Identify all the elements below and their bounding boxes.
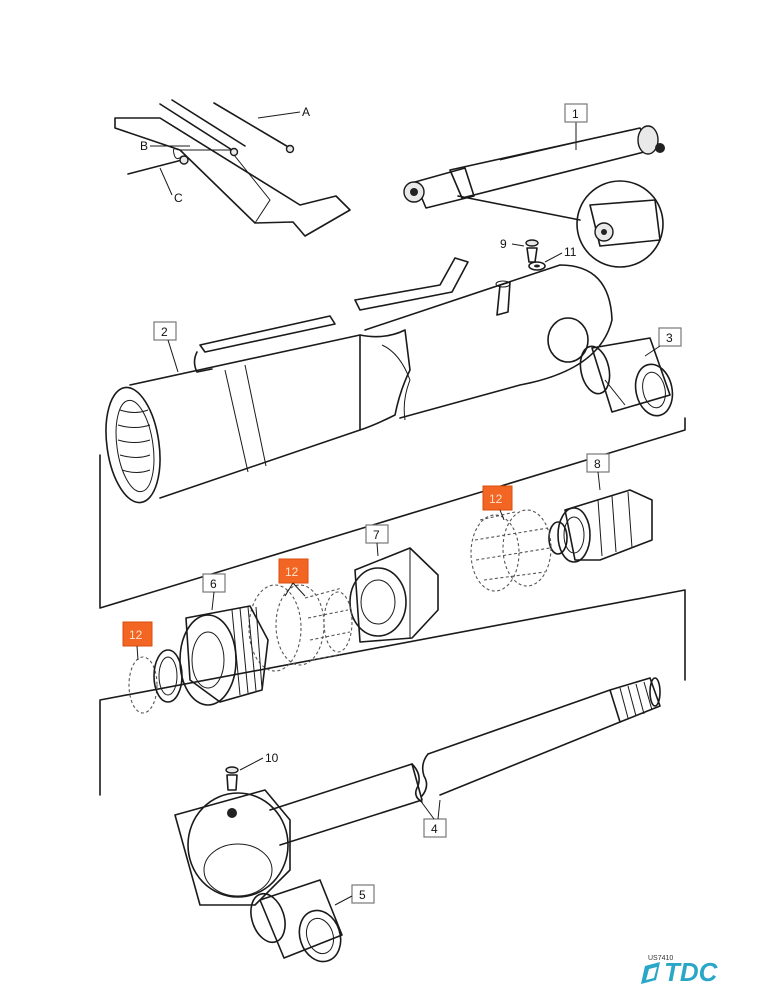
gland-nut-7	[349, 547, 439, 643]
callout-4: 4	[431, 822, 438, 836]
brand-name: TDC	[664, 957, 719, 987]
figure-id: US7410	[648, 955, 673, 962]
bush-5	[250, 879, 343, 963]
callout-box-12-wiper	[122, 621, 153, 647]
cylinder-barrel	[105, 257, 613, 504]
callout-box-12-piston	[482, 485, 513, 511]
washer-11	[528, 261, 546, 271]
callout-2: 2	[161, 325, 168, 339]
callout-6: 6	[210, 577, 217, 591]
callout-A: A	[302, 105, 310, 119]
gland-seals-12	[248, 584, 353, 672]
callout-12-gland: 12	[285, 565, 299, 579]
grease-nipple-10	[225, 766, 239, 791]
callout-C: C	[174, 191, 183, 205]
callout-box-12-gland	[278, 558, 309, 584]
callout-12-piston: 12	[489, 492, 503, 506]
grease-nipple-9	[525, 239, 539, 263]
callout-12-wiper: 12	[129, 628, 143, 642]
callout-1: 1	[572, 107, 579, 121]
callout-box-1	[564, 103, 588, 123]
tdc-logo-icon	[641, 962, 660, 984]
piston-seal-12	[470, 509, 552, 592]
bracket-inset	[114, 99, 351, 237]
bush-3	[579, 337, 674, 417]
callout-box-4	[423, 818, 447, 838]
callout-8: 8	[594, 457, 601, 471]
callout-10: 10	[265, 751, 279, 765]
cylinder-assembly-inset	[403, 120, 665, 268]
callout-9: 9	[500, 237, 507, 251]
callout-box-3	[658, 327, 682, 347]
callout-3: 3	[666, 331, 673, 345]
callout-5: 5	[359, 888, 366, 902]
gland-6	[179, 605, 269, 706]
wiper-seals-12	[128, 649, 183, 714]
piston-rod-4	[174, 677, 661, 906]
callout-7: 7	[373, 528, 380, 542]
piston-8	[548, 489, 653, 563]
callout-box-2	[153, 321, 177, 341]
callout-box-5	[351, 884, 375, 904]
callout-11: 11	[564, 245, 577, 259]
callout-B: B	[140, 139, 148, 153]
